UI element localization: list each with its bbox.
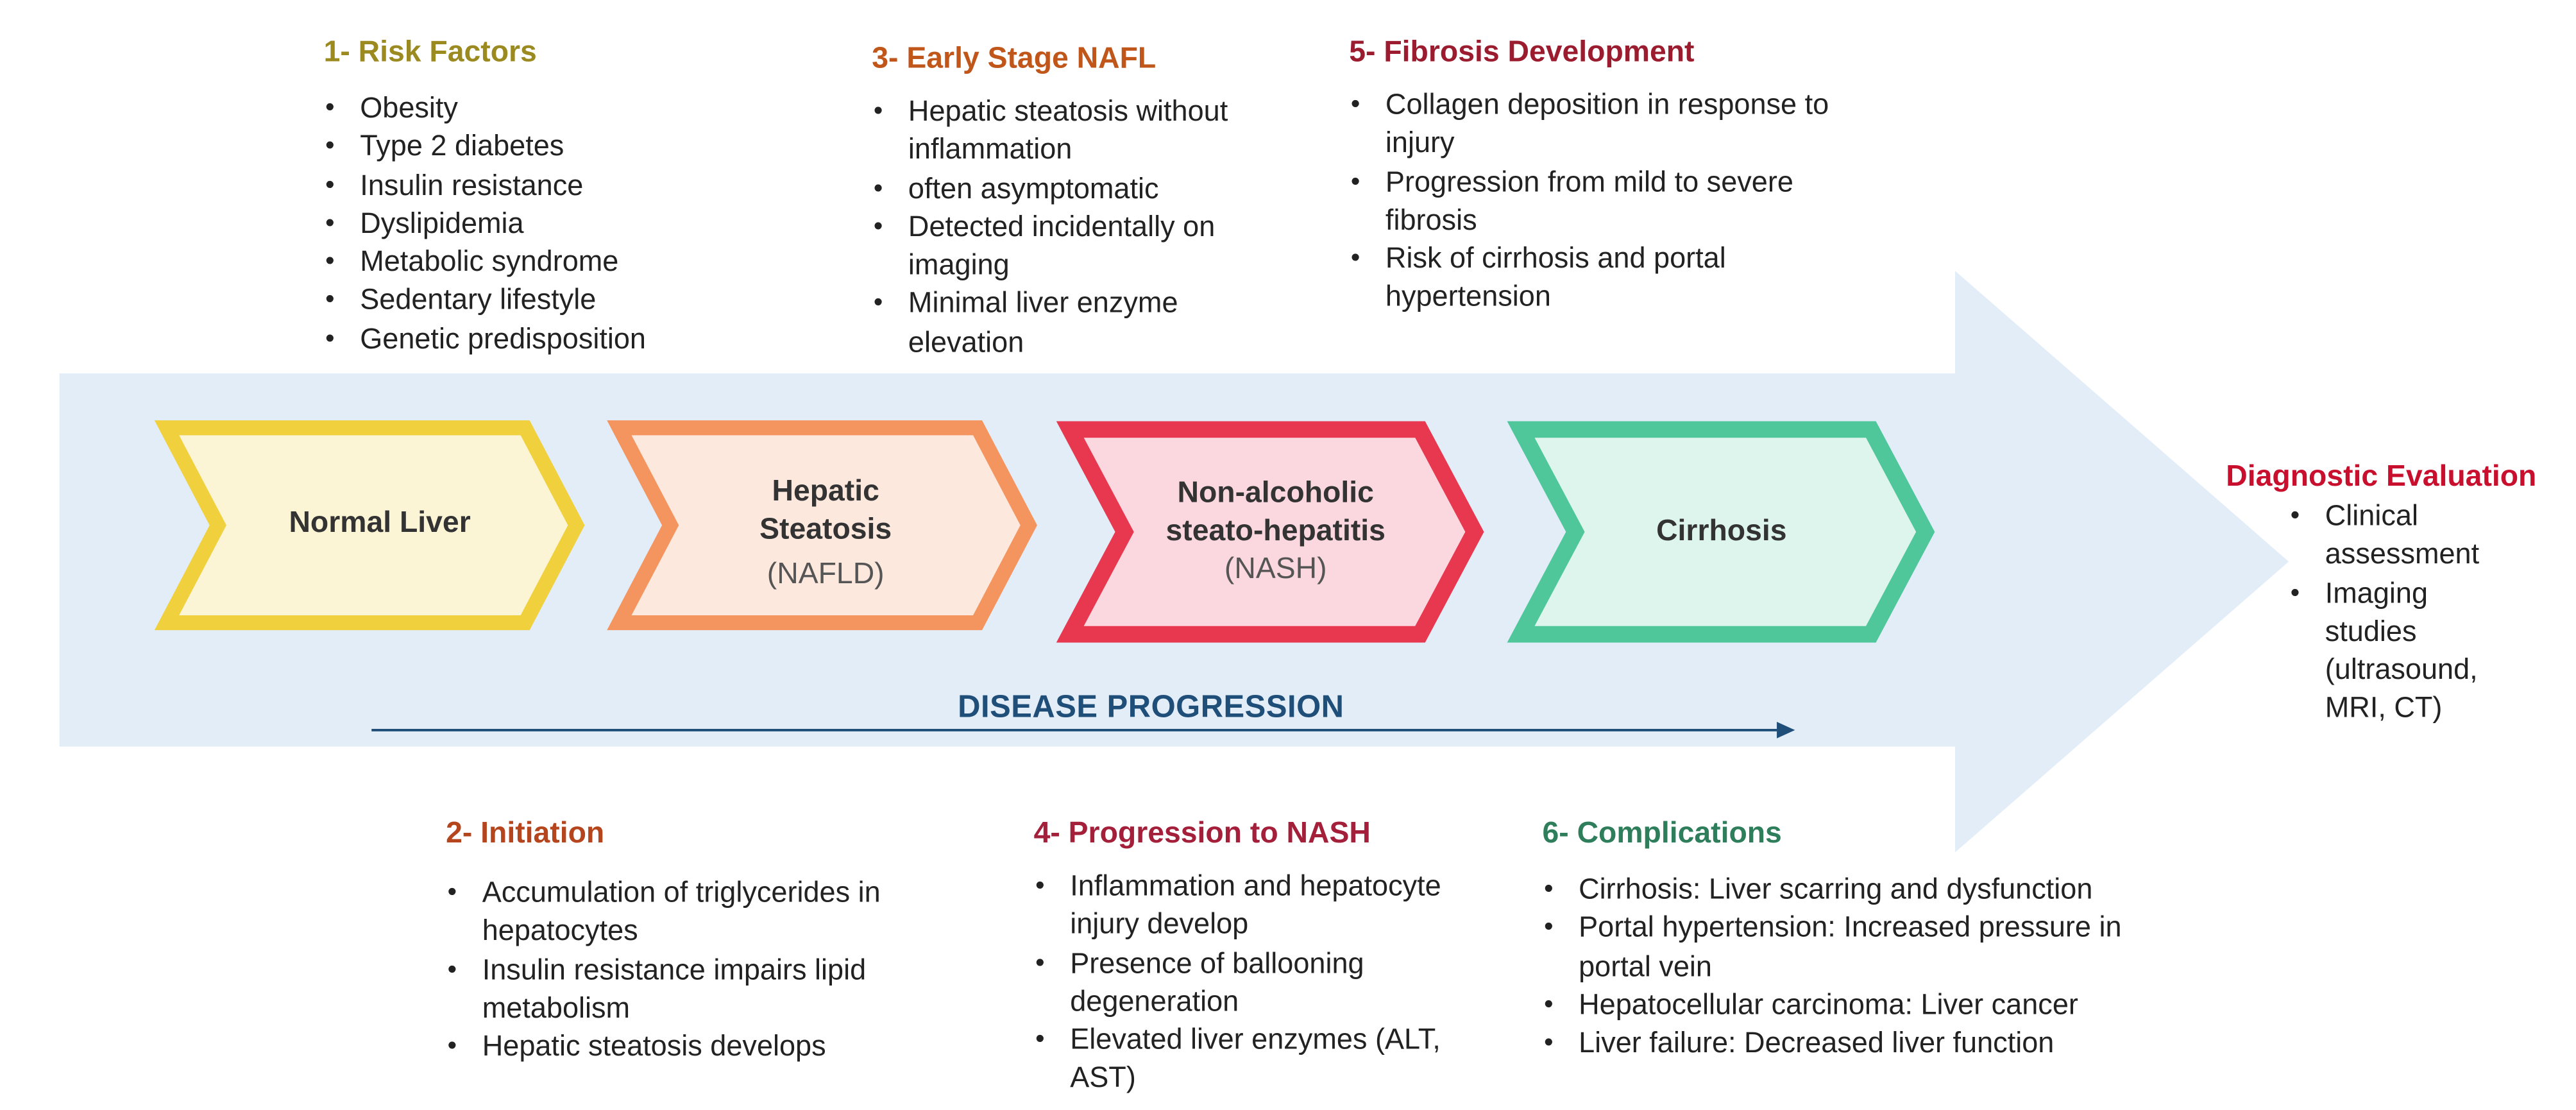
stage-label-nash: Non-alcoholic steato-hepatitis (NASH) xyxy=(1156,474,1395,588)
section-list: Cirrhosis: Liver scarring and dysfunctio… xyxy=(1542,871,2178,1064)
list-item: Cirrhosis: Liver scarring and dysfunctio… xyxy=(1542,871,2178,910)
list-item: Portal hypertension: Increased pressure … xyxy=(1542,909,2178,986)
stage-label-normal-liver: Normal Liver xyxy=(231,504,528,542)
section-title: 3- Early Stage NAFL xyxy=(872,41,1157,74)
chevron-cirrhosis xyxy=(1507,421,1935,643)
list-item: Imaging studies (ultrasound, MRI, CT) xyxy=(2289,574,2512,728)
section-list: Clinical assessment Imaging studies (ult… xyxy=(2289,497,2512,728)
list-item: Insulin resistance xyxy=(324,166,786,205)
list-item: Accumulation of triglycerides in hepatoc… xyxy=(446,874,941,951)
section-list: Obesity Type 2 diabetes Insulin resistan… xyxy=(324,89,786,359)
stage-label-hepatic-steatosis: Hepatic Steatosis (NAFLD) xyxy=(702,472,949,593)
section-early-stage-nafl: 3- Early Stage NAFL Hepatic steatosis wi… xyxy=(872,40,1285,362)
list-item: Liver failure: Decreased liver function xyxy=(1542,1025,2178,1064)
section-fibrosis-development: 5- Fibrosis Development Collagen deposit… xyxy=(1349,33,1861,316)
section-title: Diagnostic Evaluation xyxy=(2226,459,2537,493)
chevron-hepatic-steatosis xyxy=(607,420,1037,631)
stage-subtitle: (NASH) xyxy=(1224,551,1327,585)
stage-title: Non-alcoholic steato-hepatitis xyxy=(1165,475,1385,547)
list-item: Hepatocellular carcinoma: Liver cancer xyxy=(1542,986,2178,1025)
list-item: often asymptomatic xyxy=(872,169,1285,209)
section-list: Inflammation and hepatocyte injury devel… xyxy=(1034,867,1463,1098)
chevron-normal-liver xyxy=(154,420,585,631)
list-item: Type 2 diabetes xyxy=(324,128,786,167)
list-item: Hepatic steatosis develops xyxy=(446,1028,941,1067)
list-item: Progression from mild to severe fibrosis xyxy=(1349,163,1861,240)
stage-label-cirrhosis: Cirrhosis xyxy=(1602,512,1841,550)
list-item: Elevated liver enzymes (ALT, AST) xyxy=(1034,1021,1463,1098)
list-item: Insulin resistance impairs lipid metabol… xyxy=(446,951,941,1028)
stage-subtitle: (NAFLD) xyxy=(767,556,885,590)
list-item: Metabolic syndrome xyxy=(324,243,786,282)
section-initiation: 2- Initiation Accumulation of triglyceri… xyxy=(446,814,941,1067)
list-item: Genetic predisposition xyxy=(324,320,786,359)
list-item: Collagen deposition in response to injur… xyxy=(1349,86,1861,163)
list-item: Sedentary lifestyle xyxy=(324,282,786,321)
section-title: 5- Fibrosis Development xyxy=(1349,35,1695,68)
progression-arrowhead xyxy=(1777,722,1795,739)
list-item: Minimal liver enzyme elevation xyxy=(872,285,1285,362)
stage-title: Normal Liver xyxy=(289,505,471,539)
list-item: Hepatic steatosis without inflammation xyxy=(872,92,1285,169)
list-item: Detected incidentally on imaging xyxy=(872,208,1285,285)
disease-progression-label: DISEASE PROGRESSION xyxy=(958,690,1344,726)
section-diagnostic-evaluation: Diagnostic Evaluation Clinical assessmen… xyxy=(2226,457,2573,728)
list-item: Presence of ballooning degeneration xyxy=(1034,944,1463,1021)
section-title: 4- Progression to NASH xyxy=(1033,815,1371,850)
section-risk-factors: 1- Risk Factors Obesity Type 2 diabetes … xyxy=(323,33,786,359)
list-item: Obesity xyxy=(324,89,786,128)
list-item: Risk of cirrhosis and portal hypertensio… xyxy=(1349,240,1861,317)
section-title: 2- Initiation xyxy=(446,815,605,850)
section-title: 6- Complications xyxy=(1542,815,1782,850)
list-item: Clinical assessment xyxy=(2289,497,2512,574)
section-list: Collagen deposition in response to injur… xyxy=(1349,86,1861,317)
section-progression-to-nash: 4- Progression to NASH Inflammation and … xyxy=(1034,814,1463,1098)
section-list: Accumulation of triglycerides in hepatoc… xyxy=(446,874,941,1067)
list-item: Dyslipidemia xyxy=(324,205,786,244)
stage-title: Cirrhosis xyxy=(1656,513,1787,547)
section-complications: 6- Complications Cirrhosis: Liver scarri… xyxy=(1542,814,2178,1064)
chevron-nash xyxy=(1056,421,1484,643)
stage-title: Hepatic Steatosis xyxy=(759,474,892,545)
section-list: Hepatic steatosis without inflammation o… xyxy=(872,92,1285,362)
list-item: Inflammation and hepatocyte injury devel… xyxy=(1034,867,1463,944)
section-title: 1- Risk Factors xyxy=(323,35,537,68)
